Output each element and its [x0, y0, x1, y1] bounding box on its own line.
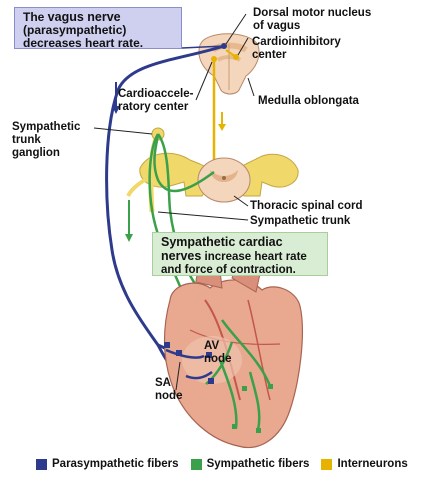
- legend-item-parasympathetic: Parasympathetic fibers: [36, 458, 179, 470]
- vagus-bold: vagus nerve: [48, 10, 121, 24]
- sympathetic-cardiac-callout: Sympathetic cardiac nerves increase hear…: [152, 232, 328, 276]
- legend-label-parasympathetic: Parasympathetic fibers: [52, 458, 179, 470]
- legend-item-interneurons: Interneurons: [321, 458, 407, 470]
- vagus-line3: decreases heart rate.: [23, 36, 143, 50]
- legend-swatch-sympathetic: [191, 459, 202, 470]
- symp-bold-2: nerves: [161, 249, 201, 263]
- sa-line2: node: [155, 390, 182, 402]
- sa-node-marker-1: [176, 350, 182, 356]
- medulla-text: Medulla oblongata: [258, 95, 359, 107]
- dorsal-motor-line2: of vagus: [253, 20, 300, 32]
- sa-node-marker-3: [208, 378, 214, 384]
- sympathetic-trunk-ganglion-label: Sympathetic trunk ganglion: [12, 121, 80, 160]
- legend-item-sympathetic: Sympathetic fibers: [191, 458, 310, 470]
- symp-terminal-2: [232, 424, 237, 429]
- dorsal-motor-line1: Dorsal motor nucleus: [253, 7, 371, 19]
- cardioacceleratory-line2: ratory center: [118, 101, 188, 113]
- dorsal-motor-nucleus-label: Dorsal motor nucleus of vagus: [253, 7, 371, 33]
- interneuron-arrowhead: [218, 124, 226, 131]
- symp-terminal-1: [242, 386, 247, 391]
- thoracic-text: Thoracic spinal cord: [250, 200, 362, 212]
- vagus-callout-text: The vagus nerve (parasympathetic) decrea…: [23, 11, 143, 50]
- av-line2: node: [204, 353, 231, 365]
- sympathetic-trunk-label: Sympathetic trunk: [250, 215, 350, 228]
- cardioacceleratory-line1: Cardioaccele-: [118, 88, 193, 100]
- legend-label-interneurons: Interneurons: [337, 458, 407, 470]
- sympathetic-arrowhead: [125, 234, 133, 242]
- legend: Parasympathetic fibers Sympathetic fiber…: [36, 458, 420, 470]
- cardioacceleratory-center-label: Cardioaccele- ratory center: [118, 88, 193, 114]
- legend-swatch-parasympathetic: [36, 459, 47, 470]
- symp-terminal-4: [268, 384, 273, 389]
- vagus-line2: (parasympathetic): [23, 23, 126, 37]
- legend-swatch-interneurons: [321, 459, 332, 470]
- stg-line2: trunk: [12, 134, 41, 146]
- sa-node-label: SA node: [155, 377, 182, 403]
- thoracic-spinal-cord-label: Thoracic spinal cord: [250, 200, 362, 213]
- legend-label-sympathetic: Sympathetic fibers: [207, 458, 310, 470]
- cardioinhibitory-line2: center: [252, 49, 287, 61]
- cardioinhibitory-center-label: Cardioinhibitory center: [252, 36, 341, 62]
- cardioinhibitory-line1: Cardioinhibitory: [252, 36, 341, 48]
- av-line1: AV: [204, 340, 219, 352]
- stg-line1: Sympathetic: [12, 121, 80, 133]
- av-node-label: AV node: [204, 340, 231, 366]
- sympathetic-trunk-text: Sympathetic trunk: [250, 215, 350, 227]
- vagus-nerve-callout: The vagus nerve (parasympathetic) decrea…: [14, 7, 182, 49]
- symp-bold-1: Sympathetic cardiac: [161, 235, 283, 249]
- symp-rest-2: and force of contraction.: [161, 264, 296, 276]
- sa-line1: SA: [155, 377, 171, 389]
- symp-callout-text: Sympathetic cardiac nerves increase hear…: [161, 236, 307, 277]
- stg-line3: ganglion: [12, 147, 60, 159]
- symp-terminal-3: [256, 428, 261, 433]
- symp-rest-1: increase heart rate: [201, 251, 306, 263]
- medulla-oblongata-label: Medulla oblongata: [258, 95, 359, 108]
- sa-node-marker-2: [164, 342, 170, 348]
- vagus-prefix: The: [23, 10, 48, 24]
- thoracic-spinal-cord-shape: [140, 153, 298, 202]
